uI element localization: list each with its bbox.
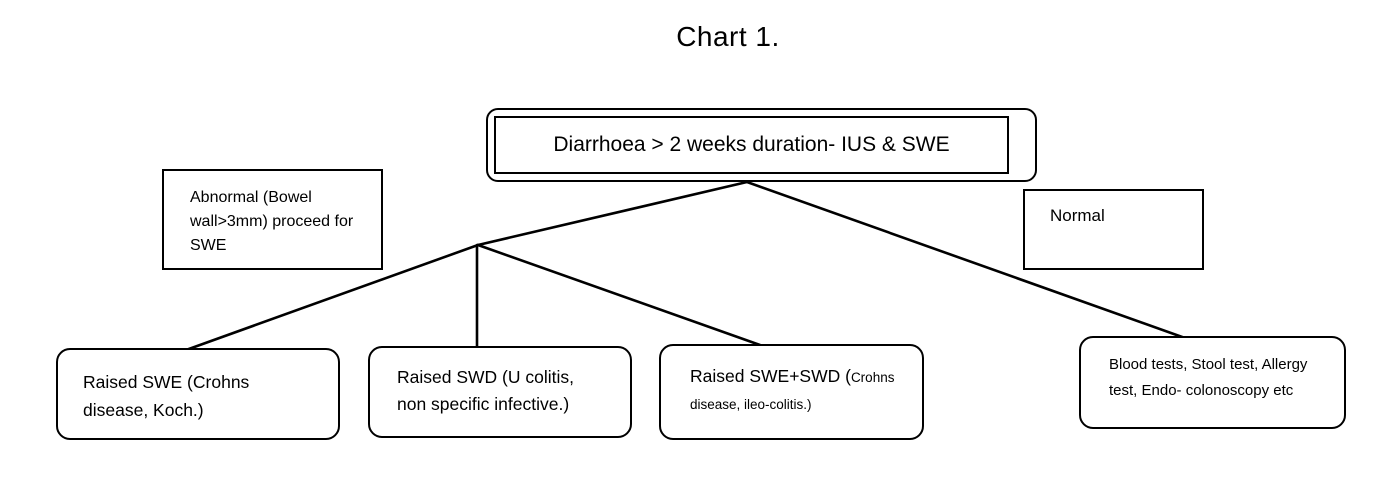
abnormal-label-line2: wall>3mm) proceed for bbox=[190, 213, 354, 230]
normal-workup-line2: test, Endo- colonoscopy etc bbox=[1109, 382, 1294, 399]
raised-swe-line1: Raised SWE (Crohns bbox=[83, 372, 250, 392]
outcome-normal-workup-box: Blood tests, Stool test, Allergy test, E… bbox=[1079, 336, 1346, 429]
normal-label: Normal bbox=[1050, 206, 1105, 225]
raised-swe-swd-line1: Raised SWE+SWD (Crohns bbox=[690, 363, 914, 391]
normal-branch-label-box: Normal bbox=[1023, 189, 1204, 270]
raised-swd-line2: non specific infective.) bbox=[397, 394, 570, 414]
outcome-raised-swe-box: Raised SWE (Crohns disease, Koch.) bbox=[56, 348, 340, 440]
root-node: Diarrhoea > 2 weeks duration- IUS & SWE bbox=[494, 116, 1009, 174]
connector-junction-to-raised-swe-swd bbox=[476, 243, 762, 347]
raised-swe-line2: disease, Koch.) bbox=[83, 400, 204, 420]
outcome-raised-swd-box: Raised SWD (U colitis, non specific infe… bbox=[368, 346, 632, 438]
abnormal-label-line1: Abnormal (Bowel bbox=[190, 189, 312, 206]
root-node-outer-frame: Diarrhoea > 2 weeks duration- IUS & SWE bbox=[486, 108, 1037, 182]
normal-workup-line1: Blood tests, Stool test, Allergy bbox=[1109, 356, 1308, 373]
root-node-label: Diarrhoea > 2 weeks duration- IUS & SWE bbox=[553, 133, 950, 156]
raised-swe-swd-line1-main: Raised SWE+SWD ( bbox=[690, 366, 851, 386]
raised-swd-line1: Raised SWD (U colitis, bbox=[397, 367, 574, 387]
chart-title: Chart 1. bbox=[676, 21, 780, 52]
abnormal-branch-label-box: Abnormal (Bowel wall>3mm) proceed for SW… bbox=[162, 169, 383, 270]
outcome-raised-swe-swd-box: Raised SWE+SWD (Crohns disease, ileo-col… bbox=[659, 344, 924, 440]
raised-swe-swd-line2: disease, ileo-colitis.) bbox=[690, 397, 812, 412]
connector-root-to-junction bbox=[476, 180, 749, 247]
raised-swe-swd-line1-detail: Crohns bbox=[850, 370, 895, 385]
abnormal-label-line3: SWE bbox=[190, 237, 227, 254]
